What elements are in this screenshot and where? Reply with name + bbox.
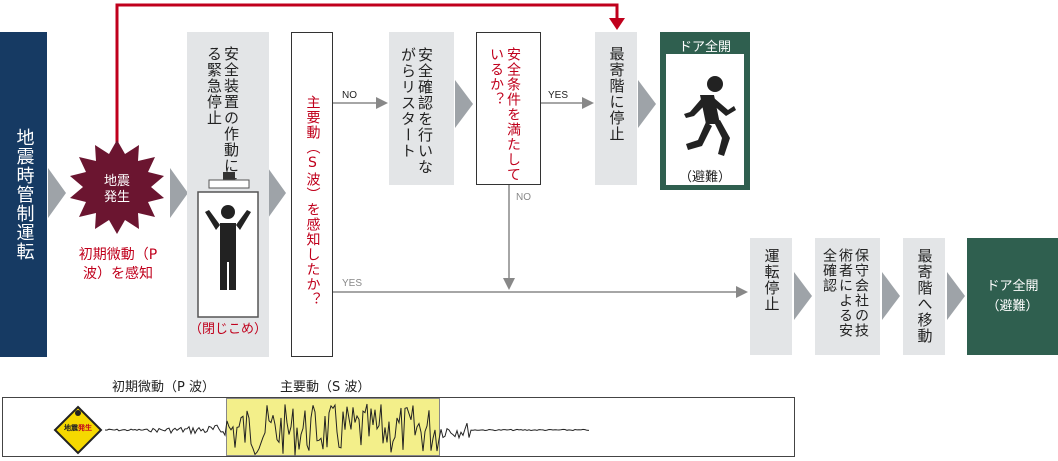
- running-person-icon: [674, 60, 738, 160]
- seismic-trace: [104, 403, 590, 456]
- restart-label: 安全確認を行いながらリスタート: [399, 47, 434, 175]
- move-nearest-label: 最寄階へ移動: [915, 248, 934, 344]
- chevron-6: [794, 272, 812, 320]
- condition-label: 安全条件を満たしているか？: [488, 47, 521, 182]
- red-bypass-line: [115, 3, 619, 150]
- arrow-yes-label-2: YES: [342, 278, 363, 289]
- chevron-7: [882, 272, 900, 320]
- arrow-yes-label-1: YES: [548, 90, 569, 101]
- arrow-no-label-1: NO: [342, 90, 357, 101]
- door-open-bottom-title: ドア全開: [986, 278, 1039, 294]
- chevron-5: [638, 80, 656, 128]
- s-wave-label: 主要動（S 波）: [280, 380, 371, 395]
- halt-box: 運転停止: [750, 238, 792, 355]
- quake-sub-label: 初期微動（P波）を感知: [70, 246, 166, 284]
- yes-arrow-head: [582, 97, 594, 109]
- door-open-bottom-box: ドア全開 （避難）: [967, 238, 1058, 355]
- maintenance-box: 保守会社の技術者による安全確認: [815, 238, 880, 355]
- chevron-3: [268, 168, 286, 218]
- restart-box: 安全確認を行いながらリスタート: [389, 32, 454, 185]
- quake-sub-text: 初期微動（P波）を感知: [78, 247, 158, 282]
- red-arrowhead: [609, 18, 625, 30]
- start-box: 地震時管制運転: [0, 32, 47, 357]
- elevator-icon: [197, 172, 259, 318]
- maintenance-label: 保守会社の技術者による安全確認: [821, 248, 869, 338]
- quake-burst-label: 地震発生: [92, 174, 142, 206]
- yes-long-head: [736, 286, 748, 298]
- detect-s-box: 主要動（S波）を感知したか？: [291, 32, 333, 357]
- chevron-2: [170, 168, 188, 218]
- move-nearest-box: 最寄階へ移動: [903, 238, 945, 355]
- chevron-8: [947, 272, 965, 320]
- start-box-label: 地震時管制運転: [13, 128, 35, 261]
- warning-sign-bottom: 発生: [78, 424, 92, 432]
- stop-nearest-label: 最寄階に停止: [607, 46, 626, 142]
- halt-label: 運転停止: [762, 248, 781, 312]
- warning-sign-label: 地震発生: [58, 424, 98, 432]
- door-open-top-box: ドア全開 （避難）: [660, 32, 750, 190]
- door-open-top-caption: （避難）: [678, 170, 731, 185]
- safety-device-box: 安全装置の作動による緊急停止 （閉じこめ）: [187, 32, 269, 357]
- quake-burst-text: 地震発生: [103, 174, 130, 205]
- p-wave-label: 初期微動（P 波）: [112, 380, 215, 395]
- no-down-head: [503, 278, 515, 290]
- detect-s-label: 主要動（S波）を感知したか？: [304, 95, 321, 307]
- chevron-1: [48, 168, 66, 218]
- safety-device-caption: （閉じこめ）: [188, 322, 267, 337]
- stop-nearest-box: 最寄階に停止: [595, 32, 637, 185]
- arrow-no-label-2: NO: [516, 192, 531, 203]
- door-open-bottom-caption: （避難）: [986, 298, 1039, 314]
- no-arrow-head: [376, 97, 388, 109]
- safety-device-label: 安全装置の作動による緊急停止: [205, 46, 240, 190]
- warning-sign-top: 地震: [64, 424, 78, 432]
- door-open-top-title: ドア全開: [678, 40, 731, 55]
- condition-box: 安全条件を満たしているか？: [476, 32, 541, 185]
- quake-burst-shape: [70, 140, 164, 234]
- chevron-4: [455, 80, 473, 128]
